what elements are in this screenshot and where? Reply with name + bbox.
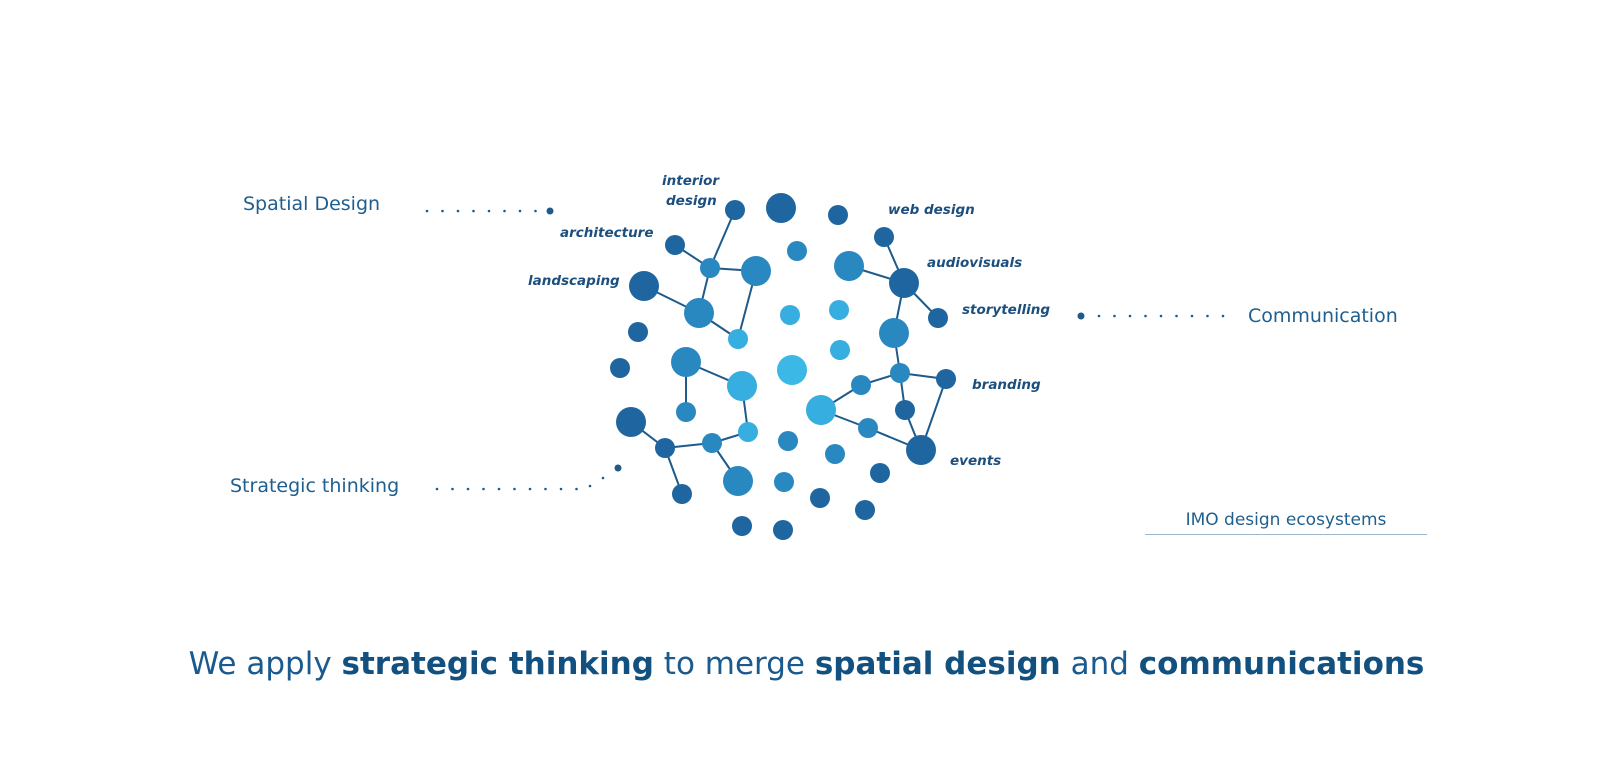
label-events: events <box>950 453 1002 469</box>
leader-dot <box>503 209 506 213</box>
graph-node <box>870 463 890 483</box>
graph-node <box>858 418 878 438</box>
leader-dot <box>1221 314 1225 318</box>
graph-node <box>936 369 956 389</box>
leader-dot <box>546 207 554 215</box>
graph-node <box>774 472 794 492</box>
leader-dot <box>614 464 622 472</box>
graph-node <box>702 433 722 453</box>
graph-node <box>628 322 648 342</box>
ecosystem-caption: IMO design ecosystems <box>1145 510 1427 535</box>
leader-dot <box>1128 314 1132 318</box>
category-strategic-thinking: Strategic thinking <box>230 475 400 497</box>
headline-emphasis: spatial design <box>814 646 1061 682</box>
headline-emphasis: strategic thinking <box>341 646 654 682</box>
graph-node <box>855 500 875 520</box>
graph-edge <box>709 209 736 269</box>
leader-dot <box>482 487 485 491</box>
graph-node <box>828 205 848 225</box>
graph-node <box>928 308 948 328</box>
leader-dot <box>588 484 592 488</box>
leader-dot <box>544 487 547 491</box>
graph-node <box>672 484 692 504</box>
leader-dot <box>1077 312 1085 320</box>
graph-node <box>787 241 807 261</box>
graph-node <box>676 402 696 422</box>
leader-dot <box>601 476 605 480</box>
graph-node <box>629 271 659 301</box>
graph-node <box>773 520 793 540</box>
graph-node <box>830 340 850 360</box>
category-spatial-design: Spatial Design <box>243 193 381 215</box>
graph-node <box>879 318 909 348</box>
graph-node <box>665 235 685 255</box>
graph-node <box>727 371 757 401</box>
graph-node <box>851 375 871 395</box>
leader-dot <box>451 487 454 491</box>
label-audiovisuals: audiovisuals <box>927 255 1023 271</box>
label-storytelling: storytelling <box>962 302 1050 318</box>
label-branding: branding <box>972 377 1041 393</box>
label-web-design: web design <box>888 202 975 218</box>
graph-node <box>766 193 796 223</box>
graph-node <box>778 431 798 451</box>
leader-dot <box>1159 314 1163 318</box>
graph-node <box>780 305 800 325</box>
graph-node <box>874 227 894 247</box>
graph-node <box>806 395 836 425</box>
graph-node <box>834 251 864 281</box>
graph-node <box>829 300 849 320</box>
graph-node <box>732 516 752 536</box>
graph-node <box>684 298 714 328</box>
leader-dot <box>1206 314 1209 318</box>
label-interior-design: design <box>666 193 717 209</box>
graph-node <box>671 347 701 377</box>
leader-dot <box>575 487 578 491</box>
leader-dot <box>435 487 439 491</box>
headline-text: to merge <box>653 646 815 682</box>
graph-node <box>741 256 771 286</box>
graph-node <box>610 358 630 378</box>
leader-dot <box>513 487 516 491</box>
leader-dot <box>1113 314 1116 318</box>
label-landscaping: landscaping <box>528 273 620 289</box>
leader-dot <box>425 209 429 213</box>
leader-dot <box>1190 314 1194 318</box>
leader-dot <box>456 209 460 213</box>
graph-node <box>700 258 720 278</box>
graph-node <box>723 466 753 496</box>
graph-node <box>616 407 646 437</box>
leader-dot <box>441 209 444 213</box>
leader-dot <box>497 487 501 491</box>
graph-node <box>738 422 758 442</box>
graph-node <box>895 400 915 420</box>
graph-node <box>889 268 919 298</box>
graph-node <box>725 200 745 220</box>
graph-node <box>655 438 675 458</box>
leader-dot <box>487 209 491 213</box>
leader-dot <box>466 487 470 491</box>
label-interior: interior <box>662 173 720 189</box>
graph-node <box>777 355 807 385</box>
graph-node <box>728 329 748 349</box>
leader-dot <box>1097 314 1101 318</box>
leader-dot <box>559 487 563 491</box>
leader-dot <box>472 209 475 213</box>
leader-dot <box>1175 314 1178 318</box>
headline-emphasis: communications <box>1138 646 1425 682</box>
category-communication: Communication <box>1248 305 1398 327</box>
leader-dot <box>518 209 522 213</box>
headline: We apply strategic thinking to merge spa… <box>0 646 1613 682</box>
graph-node <box>825 444 845 464</box>
leader-dot <box>528 487 532 491</box>
leader-dot <box>1144 314 1147 318</box>
leader-dot <box>534 209 537 213</box>
graph-node <box>890 363 910 383</box>
graph-node <box>906 435 936 465</box>
headline-text: and <box>1060 646 1139 682</box>
graph-node <box>810 488 830 508</box>
label-architecture: architecture <box>560 225 654 241</box>
headline-text: We apply <box>188 646 342 682</box>
